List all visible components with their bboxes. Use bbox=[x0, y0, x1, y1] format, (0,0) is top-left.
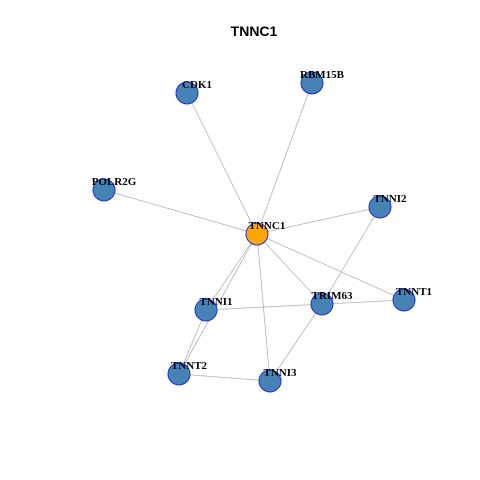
diagram-title: TNNC1 bbox=[231, 23, 278, 39]
node-label-rbm15b: RBM15B bbox=[300, 69, 345, 81]
node-tnnt2[interactable] bbox=[167, 362, 191, 386]
edge-tnnt2-tnni3 bbox=[178, 373, 271, 382]
edge-tnnc1-tnnt2 bbox=[178, 233, 258, 375]
edge-tnni1-tnnt2 bbox=[178, 309, 207, 375]
node-label-tnnc1: TNNC1 bbox=[249, 220, 286, 232]
node-label-tnnt1: TNNT1 bbox=[396, 286, 432, 298]
node-label-polr2g: POLR2G bbox=[92, 176, 137, 188]
edge-tnnc1-rbm15b bbox=[256, 82, 313, 235]
edge-trim63-tnni3 bbox=[269, 303, 323, 382]
edge-tnnc1-tnni1 bbox=[205, 233, 258, 311]
node-label-tnni1: TNNI1 bbox=[199, 296, 232, 308]
node-tnnc1[interactable] bbox=[245, 222, 269, 246]
node-tnni3[interactable] bbox=[258, 369, 282, 393]
edge-tnnc1-tnni2 bbox=[256, 206, 381, 235]
node-trim63[interactable] bbox=[310, 292, 334, 316]
edge-tnni1-tnnt1 bbox=[205, 299, 405, 311]
node-tnnt1[interactable] bbox=[392, 288, 416, 312]
node-cdk1[interactable] bbox=[175, 81, 199, 105]
node-polr2g[interactable] bbox=[92, 178, 116, 202]
node-label-cdk1: CDK1 bbox=[182, 79, 212, 91]
edge-tnnc1-tnnt1 bbox=[256, 233, 405, 301]
node-tnni2[interactable] bbox=[368, 195, 392, 219]
node-layer bbox=[92, 71, 416, 393]
node-tnni1[interactable] bbox=[194, 298, 218, 322]
edge-layer bbox=[103, 82, 405, 382]
edge-tnnc1-polr2g bbox=[103, 189, 258, 235]
edge-tnnc1-cdk1 bbox=[186, 92, 258, 235]
node-label-tnni2: TNNI2 bbox=[373, 193, 407, 205]
node-rbm15b[interactable] bbox=[300, 71, 324, 95]
edge-tnnc1-trim63 bbox=[256, 233, 323, 305]
edge-tnnc1-tnni3 bbox=[256, 233, 271, 382]
node-label-tnnt2: TNNT2 bbox=[171, 360, 208, 372]
node-label-trim63: TRIM63 bbox=[312, 290, 353, 302]
node-label-tnni3: TNNI3 bbox=[263, 367, 297, 379]
edge-tnni2-trim63 bbox=[321, 206, 381, 305]
